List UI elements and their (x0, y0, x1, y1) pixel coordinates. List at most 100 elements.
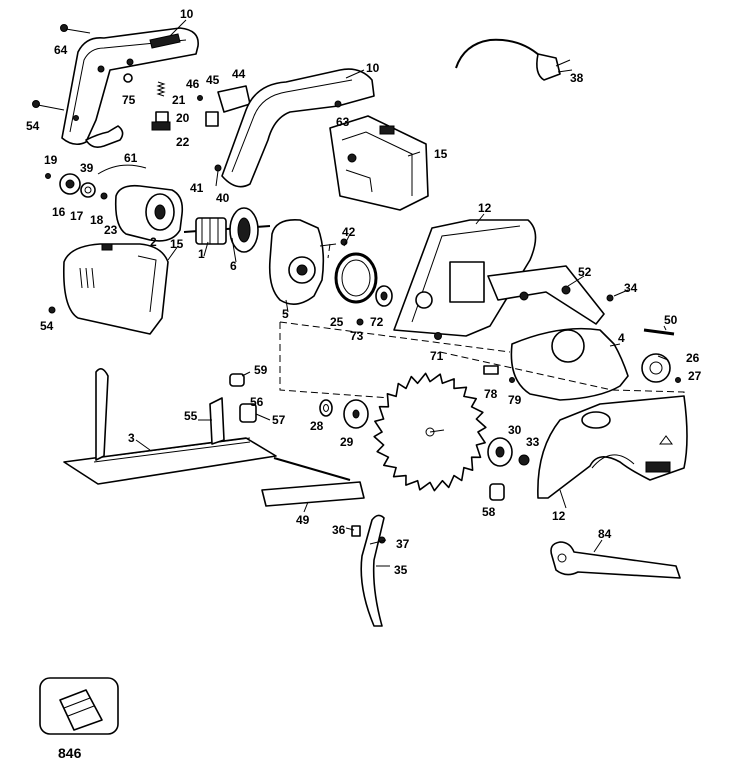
callout-79: 79 (508, 393, 522, 407)
bearing-17 (80, 182, 96, 198)
callout-45: 45 (206, 73, 220, 87)
guard-cover-lower (537, 395, 688, 499)
screw-75 (123, 73, 133, 83)
callout-10-center: 10 (366, 61, 380, 75)
knob-59 (229, 373, 245, 387)
spring-21 (156, 81, 166, 97)
callout-50: 50 (664, 313, 678, 327)
callout-73: 73 (350, 329, 364, 343)
parts-78-79 (483, 365, 515, 383)
callout-3: 3 (128, 431, 135, 445)
callout-18: 18 (90, 213, 104, 227)
screw-27 (675, 377, 681, 383)
callout-59: 59 (254, 363, 268, 377)
lever-52 (487, 265, 605, 325)
upper-blade-guard (393, 219, 537, 337)
flange-26 (641, 353, 671, 383)
callout-10-top: 10 (180, 7, 194, 21)
screw-54-lower (48, 306, 56, 314)
callout-56: 56 (250, 395, 264, 409)
switch-20 (151, 111, 171, 131)
callout-26: 26 (686, 351, 700, 365)
saw-blade (373, 372, 487, 492)
nut-30 (487, 437, 513, 467)
belt-25 (334, 252, 378, 304)
handle-right-half (221, 68, 375, 188)
riving-knife-35 (360, 514, 385, 627)
flange-29 (343, 399, 369, 429)
wrench-84 (550, 541, 681, 579)
washer-28 (319, 399, 333, 417)
callout-44: 44 (232, 67, 246, 81)
callout-84: 84 (598, 527, 612, 541)
rod-link (273, 457, 351, 481)
screw-40-41 (214, 164, 222, 187)
cover-44 (217, 85, 251, 113)
callout-29: 29 (340, 435, 354, 449)
callout-846: 846 (58, 745, 82, 761)
callout-1: 1 (198, 247, 205, 261)
parts-bag-846 (39, 677, 119, 735)
callout-54-lower: 54 (40, 319, 54, 333)
handle-left-half (61, 27, 199, 146)
callout-23: 23 (104, 223, 118, 237)
screw-73 (356, 318, 364, 326)
callout-61: 61 (124, 151, 138, 165)
fan-6 (229, 207, 259, 253)
callout-78: 78 (484, 387, 498, 401)
callout-41: 41 (190, 181, 204, 195)
callout-72: 72 (370, 315, 384, 329)
callout-15-lower: 15 (170, 237, 184, 251)
callout-21: 21 (172, 93, 186, 107)
bearing-16 (59, 173, 81, 195)
screw-33 (518, 454, 530, 466)
base-plate-3 (63, 368, 277, 485)
callout-52: 52 (578, 265, 592, 279)
callout-17: 17 (70, 209, 84, 223)
callout-49: 49 (296, 513, 310, 527)
stator-2 (114, 184, 184, 242)
callout-2: 2 (150, 235, 157, 249)
callout-28: 28 (310, 419, 324, 433)
pulley-72 (375, 285, 393, 307)
callout-37: 37 (396, 537, 410, 551)
callout-42: 42 (342, 225, 356, 239)
lower-blade-guard (510, 327, 629, 401)
knob-58 (489, 483, 505, 501)
knob-56-57 (239, 403, 257, 423)
gear-housing-5 (268, 218, 337, 305)
part-36 (351, 525, 361, 537)
callout-12-lower: 12 (552, 509, 566, 523)
callout-35: 35 (394, 563, 408, 577)
trigger-39 (85, 125, 124, 148)
callout-39: 39 (80, 161, 94, 175)
cable-61 (97, 164, 147, 175)
callout-30: 30 (508, 423, 522, 437)
callout-25: 25 (330, 315, 344, 329)
callout-40: 40 (216, 191, 230, 205)
callout-38: 38 (570, 71, 584, 85)
bracket-55 (209, 397, 225, 445)
callout-16: 16 (52, 205, 66, 219)
callout-63: 63 (336, 115, 350, 129)
callout-75: 75 (122, 93, 136, 107)
callout-58: 58 (482, 505, 496, 519)
callout-27: 27 (688, 369, 702, 383)
guide-fence-49 (261, 481, 365, 507)
callout-71: 71 (430, 349, 444, 363)
screw-64 (60, 24, 91, 34)
screw-19 (45, 173, 51, 179)
switch-parts-46-45 (197, 95, 219, 127)
callout-6: 6 (230, 259, 237, 273)
callout-22: 22 (176, 135, 190, 149)
callout-19: 19 (44, 153, 58, 167)
leader-lines (135, 19, 669, 567)
callout-4: 4 (618, 331, 625, 345)
callout-46: 46 (186, 77, 200, 91)
screw-34 (606, 294, 614, 302)
power-cord (455, 38, 573, 81)
callout-55: 55 (184, 409, 198, 423)
callout-5: 5 (282, 307, 289, 321)
callout-54-top: 54 (26, 119, 40, 133)
